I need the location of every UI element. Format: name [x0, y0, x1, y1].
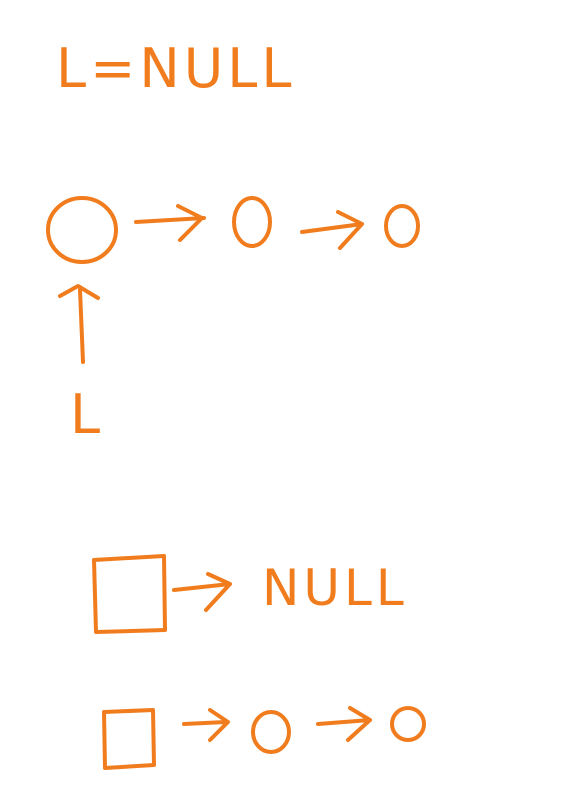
- arrow-5: [316, 706, 372, 742]
- list-1: [46, 196, 420, 264]
- node-square-small: [102, 708, 156, 770]
- arrow-4: [182, 708, 230, 742]
- node-circle-5: [390, 706, 426, 742]
- node-circle-4: [251, 710, 291, 754]
- node-circle-3: [384, 204, 420, 248]
- arrow-2: [300, 210, 364, 250]
- head-pointer-arrow: [58, 284, 100, 364]
- statement-text: L=NULL: [56, 37, 296, 100]
- list-3: [102, 706, 426, 770]
- node-square: [92, 554, 167, 634]
- null-label: NULL: [262, 559, 408, 617]
- arrow-1: [134, 204, 206, 242]
- arrow-3: [172, 572, 232, 612]
- up-arrow-icon: [58, 284, 100, 364]
- pointer-label: L: [70, 383, 105, 446]
- node-circle-2: [232, 196, 272, 248]
- node-circle-1: [46, 196, 118, 264]
- list-2: [92, 554, 232, 634]
